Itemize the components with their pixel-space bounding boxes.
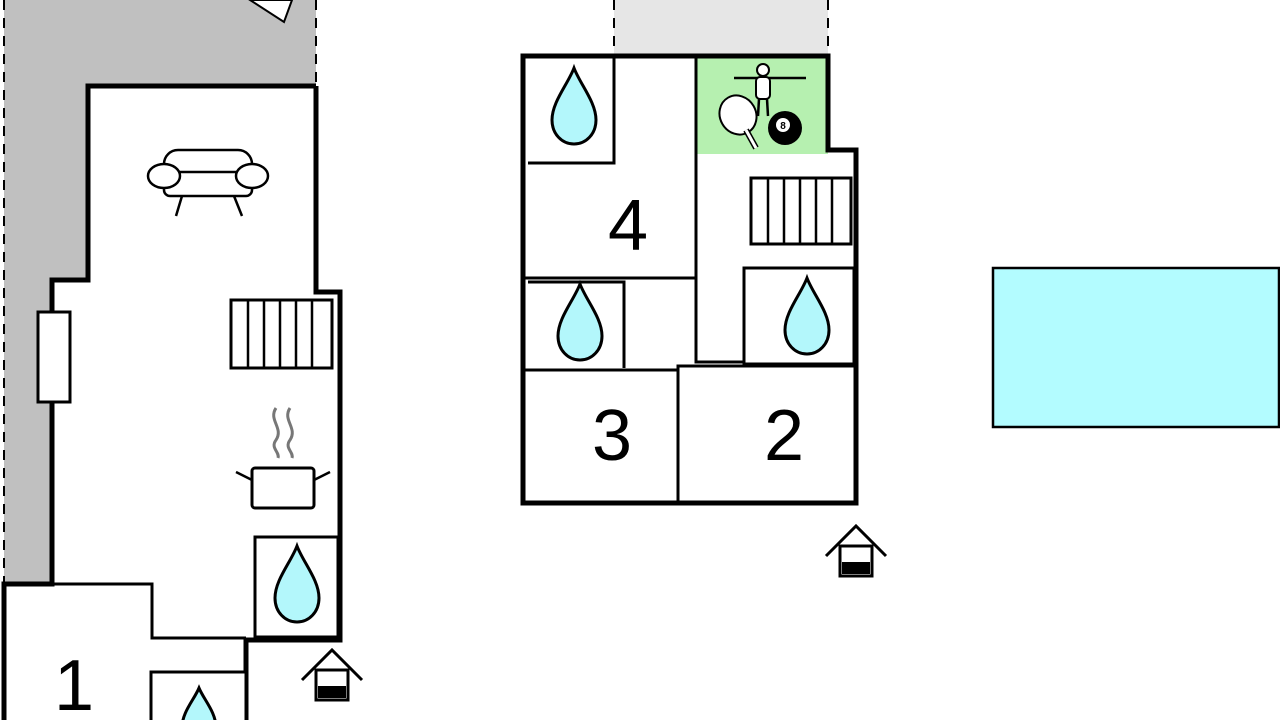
left-building: 1 <box>1 83 343 720</box>
terrace-area <box>4 0 316 582</box>
right-building: 8 4 3 2 <box>520 53 859 506</box>
water-drop-icon <box>550 66 598 146</box>
room-label-4: 4 <box>608 186 648 266</box>
ping-pong-paddle-icon <box>718 94 759 150</box>
left-building-east-wall <box>243 86 343 720</box>
bathroom-1 <box>149 670 248 720</box>
water-drop-icon <box>556 282 604 362</box>
room-label-1: 1 <box>54 646 94 720</box>
room-label-3: 3 <box>592 396 632 476</box>
games-room-icon: 8 <box>718 63 806 150</box>
billiard-ball-icon: 8 <box>768 111 802 145</box>
sofa-icon <box>146 148 270 217</box>
swimming-pool <box>991 266 1280 429</box>
entrance-house-icon <box>300 647 364 702</box>
bathroom-mid-right <box>742 266 856 366</box>
water-drop-icon <box>181 684 217 720</box>
walkway-area <box>614 0 828 56</box>
terrace-notch <box>248 0 294 24</box>
window <box>36 310 72 404</box>
staircase-icon <box>749 176 853 246</box>
foosball-figure-icon <box>734 63 806 117</box>
wall-segment <box>523 276 744 364</box>
staircase-icon <box>229 298 334 370</box>
bedroom-1-wall <box>4 582 246 640</box>
bathroom-top-left <box>528 56 616 165</box>
wall-segment <box>676 364 856 503</box>
billiard-ball-number: 8 <box>780 121 786 132</box>
bathroom-mid-left <box>528 280 626 368</box>
room-label-2: 2 <box>764 396 804 476</box>
cooking-pot-icon <box>235 407 331 510</box>
right-building-outer-wall <box>520 53 859 506</box>
bathroom-left <box>253 535 340 639</box>
entrance-house-icon <box>824 523 888 578</box>
